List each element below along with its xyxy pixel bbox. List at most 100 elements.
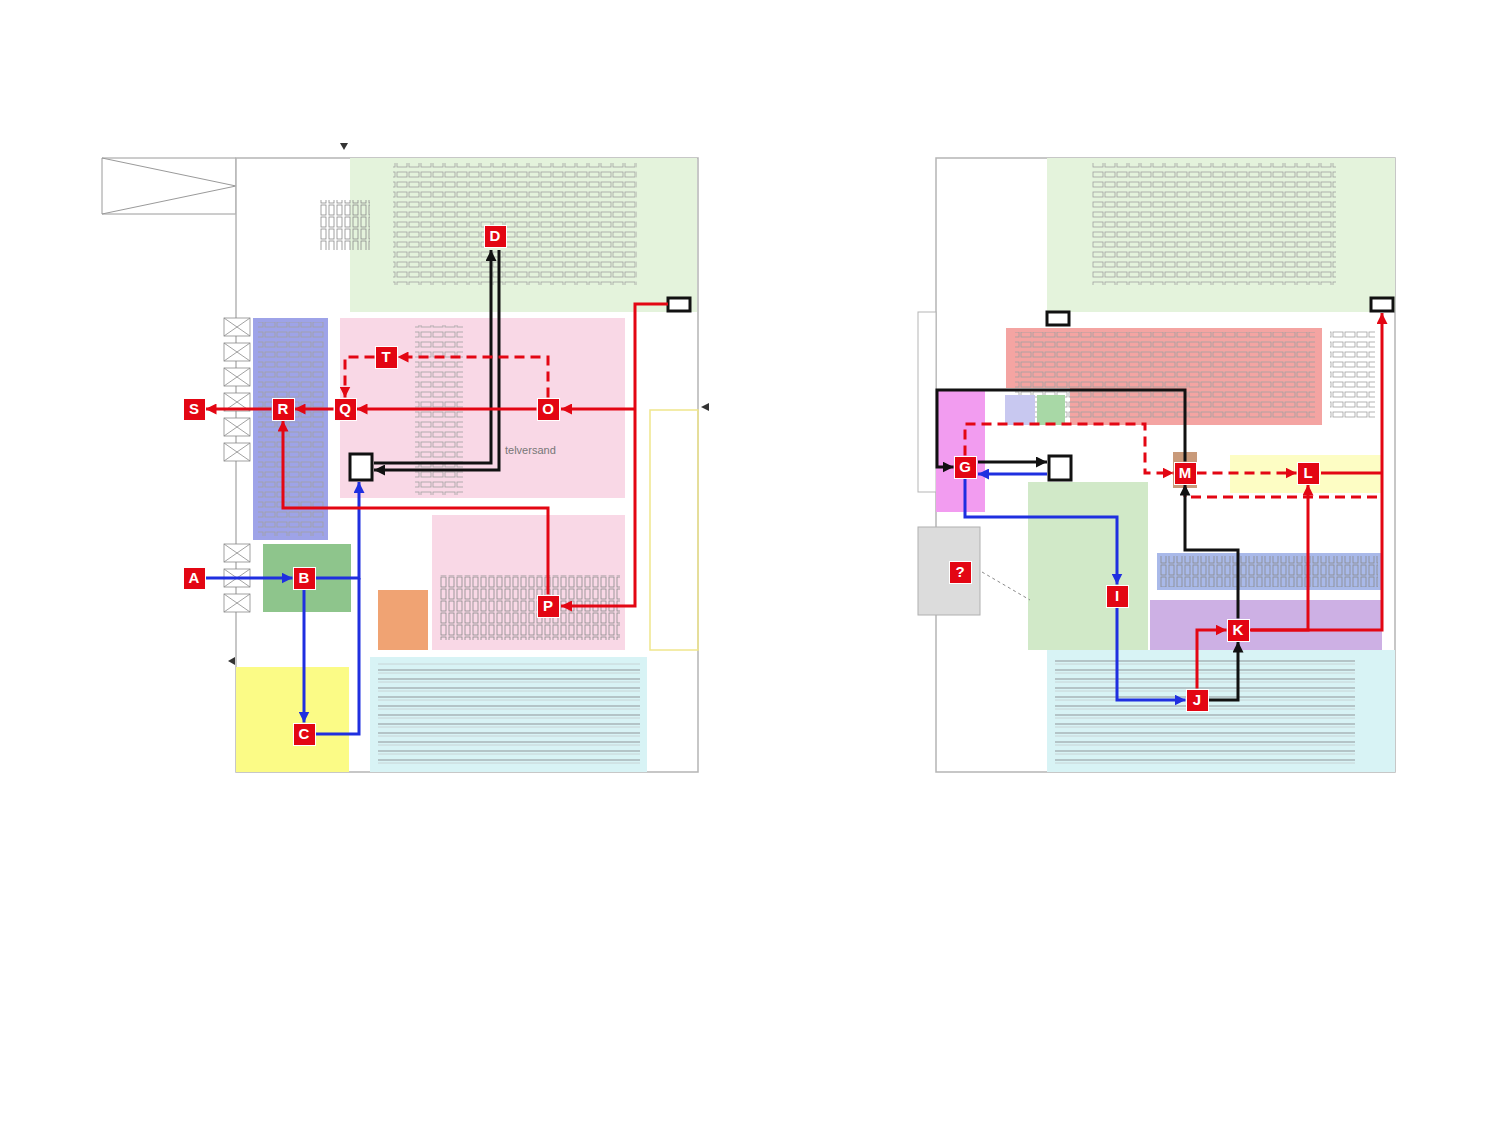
flow-arrow: [1197, 472, 1297, 475]
station-marker: R: [272, 398, 295, 421]
building-outline: [236, 158, 698, 772]
small-zone: [1005, 395, 1035, 425]
flow-arrow: [206, 408, 272, 411]
small-zone: [1037, 395, 1065, 425]
station-marker: L: [1297, 462, 1320, 485]
station-letter: S: [189, 400, 199, 418]
station-letter: Q: [339, 400, 351, 418]
station-marker: M: [1174, 462, 1197, 485]
flow-line: [561, 408, 635, 411]
station-letter: M: [1179, 464, 1192, 482]
left-plan: [102, 143, 709, 772]
canopy-line: [102, 158, 236, 186]
entry-marker: [701, 403, 709, 411]
packing-zone: [432, 515, 625, 650]
workshop-zone: [1028, 482, 1148, 650]
rack-rows: [393, 163, 637, 285]
station-marker: Q: [334, 398, 357, 421]
flow-arrow: [965, 479, 1117, 585]
station-letter: C: [299, 725, 310, 743]
goods-in-zone: [936, 390, 985, 512]
station-letter: ?: [955, 563, 964, 581]
station-letter: I: [1115, 587, 1119, 605]
station-marker: O: [537, 398, 560, 421]
station-marker: A: [183, 567, 206, 590]
packing-zone: [1150, 600, 1382, 650]
storage-zone: [1047, 158, 1395, 312]
area-label: telversand: [505, 444, 556, 456]
rack-rows: [1092, 163, 1336, 285]
exit-point: [1371, 298, 1393, 311]
transfer-point: [1049, 456, 1071, 480]
rack-rows: [320, 200, 370, 250]
transfer-point: [350, 454, 372, 480]
flow-arrow: [1185, 485, 1238, 619]
station-marker: J: [1186, 689, 1209, 712]
flow-line: [1321, 472, 1382, 475]
station-marker: G: [954, 456, 977, 479]
station-letter: A: [189, 569, 200, 587]
rack-rows: [378, 662, 640, 766]
canopy: [102, 158, 236, 214]
flow-arrow: [357, 408, 537, 411]
flow-line: [561, 304, 668, 606]
building-outline: [936, 158, 1395, 772]
flow-line: [978, 461, 1047, 464]
office-zone: [378, 590, 428, 650]
station-letter: R: [278, 400, 289, 418]
entry-marker: [228, 657, 235, 665]
station-marker: I: [1106, 585, 1129, 608]
flow-line: [1251, 313, 1382, 630]
north-marker: [340, 143, 348, 150]
rack-rows: [1055, 660, 1355, 764]
station-letter: T: [381, 348, 390, 366]
rack-rows: [1160, 556, 1378, 587]
station-marker: C: [293, 723, 316, 746]
station-marker: B: [293, 567, 316, 590]
storage-zone: [350, 158, 697, 312]
office-zone: [236, 667, 349, 772]
station-marker: P: [537, 595, 560, 618]
flow-line: [978, 473, 1047, 476]
flow-arrow: [965, 424, 1174, 473]
entry-point: [668, 298, 690, 311]
station-letter: L: [1303, 464, 1312, 482]
flow-line: [374, 250, 499, 470]
leader-line: [982, 572, 1030, 600]
station-letter: P: [543, 597, 553, 615]
station-marker: ?: [949, 561, 972, 584]
flow-arrow: [345, 357, 375, 398]
rack-rows: [258, 322, 324, 536]
flow-line: [316, 482, 359, 578]
dock-outline: [650, 410, 698, 650]
buffer-zone: [1157, 553, 1382, 590]
station-marker: K: [1227, 619, 1250, 642]
station-marker: T: [375, 346, 398, 369]
flow-arrow: [1250, 485, 1309, 631]
annex-zone: [918, 527, 980, 615]
flow-line: [1185, 487, 1382, 497]
flow-line: [316, 578, 359, 734]
flow-arrow: [206, 577, 293, 580]
station-letter: J: [1193, 691, 1201, 709]
annex: [918, 312, 936, 492]
flow-arrow: [1197, 630, 1227, 689]
flow-arrow: [1117, 608, 1186, 701]
shelving-zone: [370, 657, 647, 772]
station-marker: S: [183, 398, 206, 421]
station-letter: B: [299, 569, 310, 587]
station-letter: D: [490, 227, 501, 245]
right-plan: [918, 158, 1395, 772]
station-letter: O: [542, 400, 554, 418]
station-letter: K: [1233, 621, 1244, 639]
flow-arrow: [398, 357, 549, 398]
entry-point: [1047, 312, 1069, 325]
canopy-line: [102, 186, 236, 214]
dock-doors: [224, 318, 250, 612]
flow-arrow: [303, 590, 306, 723]
station-letter: G: [959, 458, 971, 476]
